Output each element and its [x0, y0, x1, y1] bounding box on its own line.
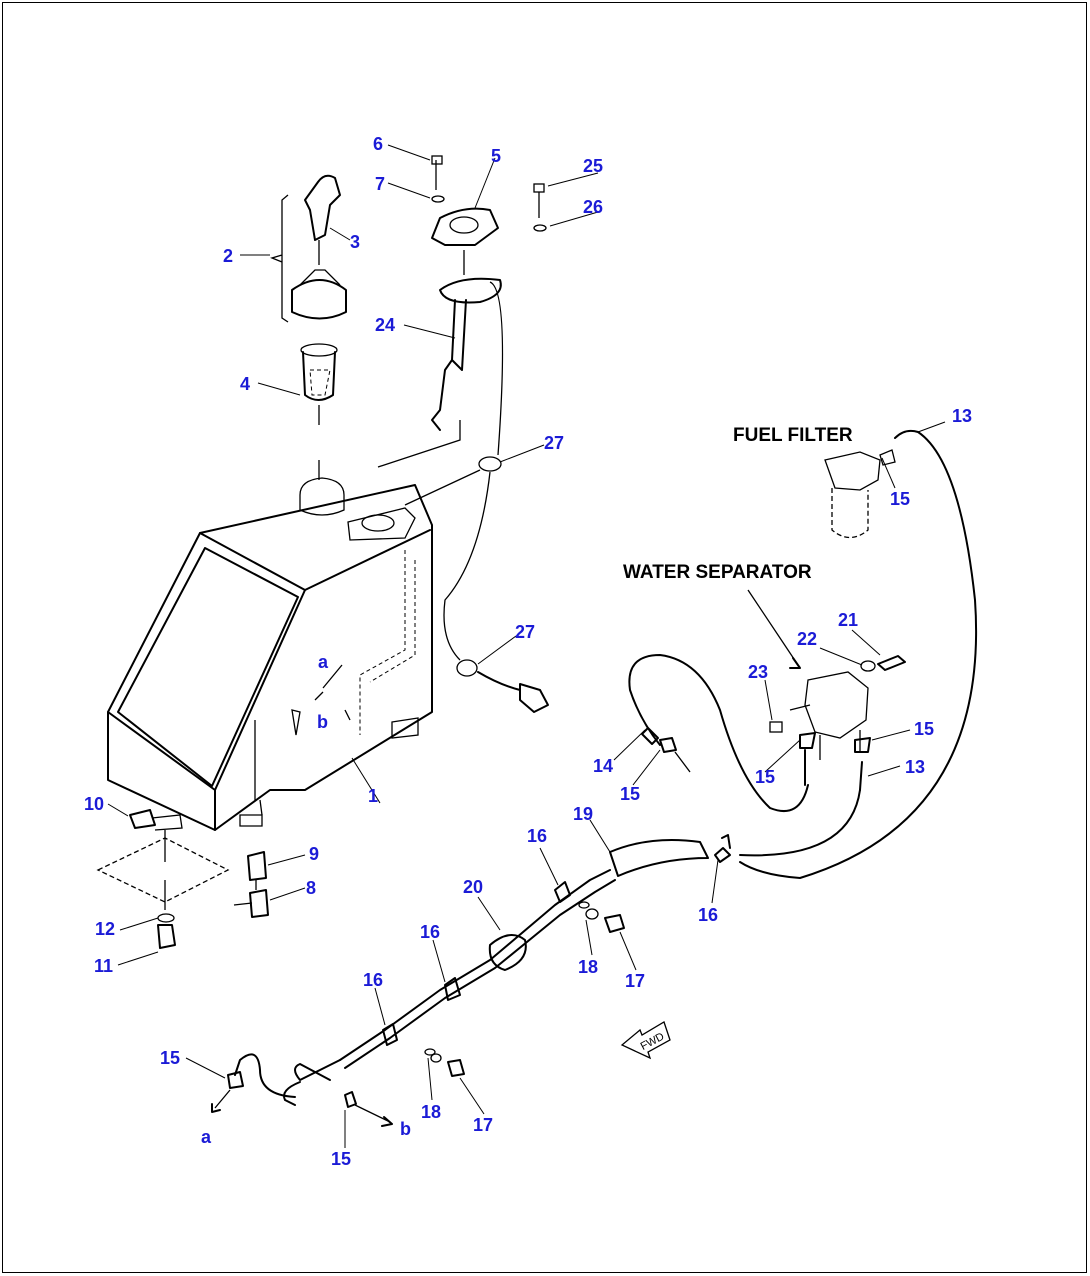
fuel-tank: [107, 477, 433, 831]
water-separator-label: WATER SEPARATOR: [623, 562, 812, 583]
callout-b2: b: [400, 1119, 411, 1139]
callout-17b: 17: [473, 1115, 493, 1135]
callout-16b: 16: [698, 905, 718, 925]
callout-18b: 18: [421, 1102, 441, 1122]
callout-13: 13: [952, 406, 972, 426]
fuel-lines: [211, 654, 861, 1127]
leader-lines: [107, 144, 946, 1148]
callout-15d: 15: [914, 719, 934, 739]
callout-27: 27: [544, 433, 564, 453]
callout-15e: 15: [160, 1048, 180, 1068]
forward-arrow: FWD: [620, 1021, 671, 1060]
callout-b: b: [317, 712, 328, 732]
callout-7: 7: [375, 174, 385, 194]
fuel-gauge-sender: [377, 155, 549, 713]
callout-15: 15: [890, 489, 910, 509]
callout-10: 10: [84, 794, 104, 814]
filler-cap-assembly: [270, 174, 347, 480]
callout-15c: 15: [755, 767, 775, 787]
callout-22: 22: [797, 629, 817, 649]
callout-numbers: 1 2 3 4 5 6 7 8 9 10 11 12 13 13 14 15 1…: [84, 134, 972, 1169]
callout-4: 4: [240, 374, 250, 394]
fuel-filter-label: FUEL FILTER: [733, 425, 853, 446]
callout-16d: 16: [363, 970, 383, 990]
callout-a: a: [318, 652, 329, 672]
callout-26: 26: [583, 197, 603, 217]
callout-15f: 15: [331, 1149, 351, 1169]
callout-24: 24: [375, 315, 395, 335]
callout-15b: 15: [620, 784, 640, 804]
callout-8: 8: [306, 878, 316, 898]
callout-13b: 13: [905, 757, 925, 777]
water-separator: [747, 589, 906, 791]
callout-14: 14: [593, 756, 613, 776]
callout-2: 2: [223, 246, 233, 266]
callout-18: 18: [578, 957, 598, 977]
callout-9: 9: [309, 844, 319, 864]
callout-23: 23: [748, 662, 768, 682]
callout-16c: 16: [420, 922, 440, 942]
callout-21: 21: [838, 610, 858, 630]
callout-a2: a: [201, 1127, 212, 1147]
callout-5: 5: [491, 146, 501, 166]
callout-27b: 27: [515, 622, 535, 642]
callout-12: 12: [95, 919, 115, 939]
callout-16: 16: [527, 826, 547, 846]
fuel-filter: [739, 429, 977, 879]
callout-25: 25: [583, 156, 603, 176]
drain-valve-assembly: [96, 809, 269, 949]
callout-20: 20: [463, 877, 483, 897]
callout-17: 17: [625, 971, 645, 991]
callout-6: 6: [373, 134, 383, 154]
callout-1: 1: [368, 786, 378, 806]
callout-11: 11: [94, 956, 113, 976]
callout-3: 3: [350, 232, 360, 252]
callout-19: 19: [573, 804, 593, 824]
